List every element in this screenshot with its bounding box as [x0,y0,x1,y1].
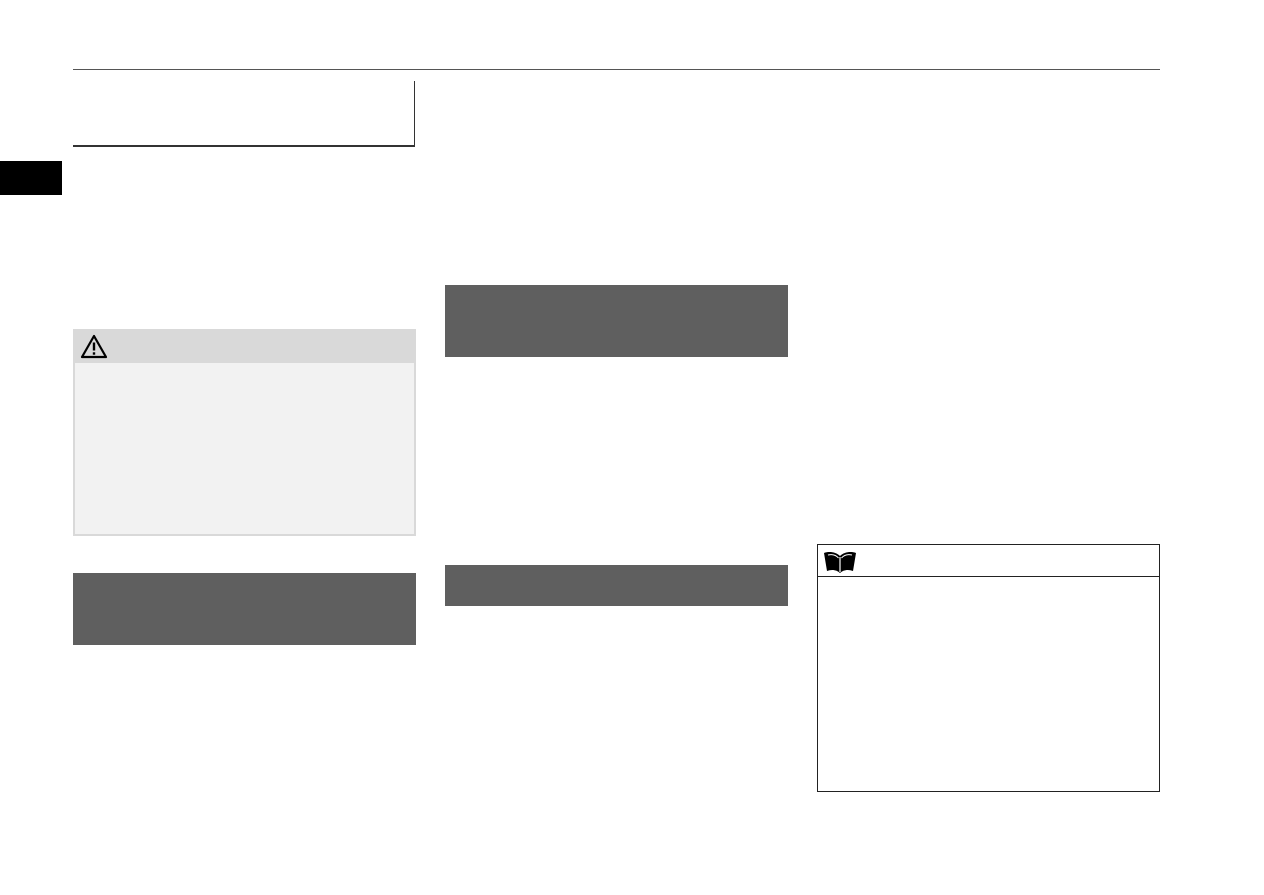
page-top-rule [73,69,1160,70]
section-title-box [73,81,415,147]
warning-header [75,331,414,363]
chapter-side-tab [0,161,62,195]
section-heading-bar [445,285,788,357]
section-heading-bar [445,565,788,606]
section-heading-bar [73,573,416,645]
open-book-icon [824,552,856,573]
note-header [818,545,1159,577]
note-box [817,544,1160,792]
warning-box [73,329,416,536]
warning-triangle-icon [80,334,108,359]
